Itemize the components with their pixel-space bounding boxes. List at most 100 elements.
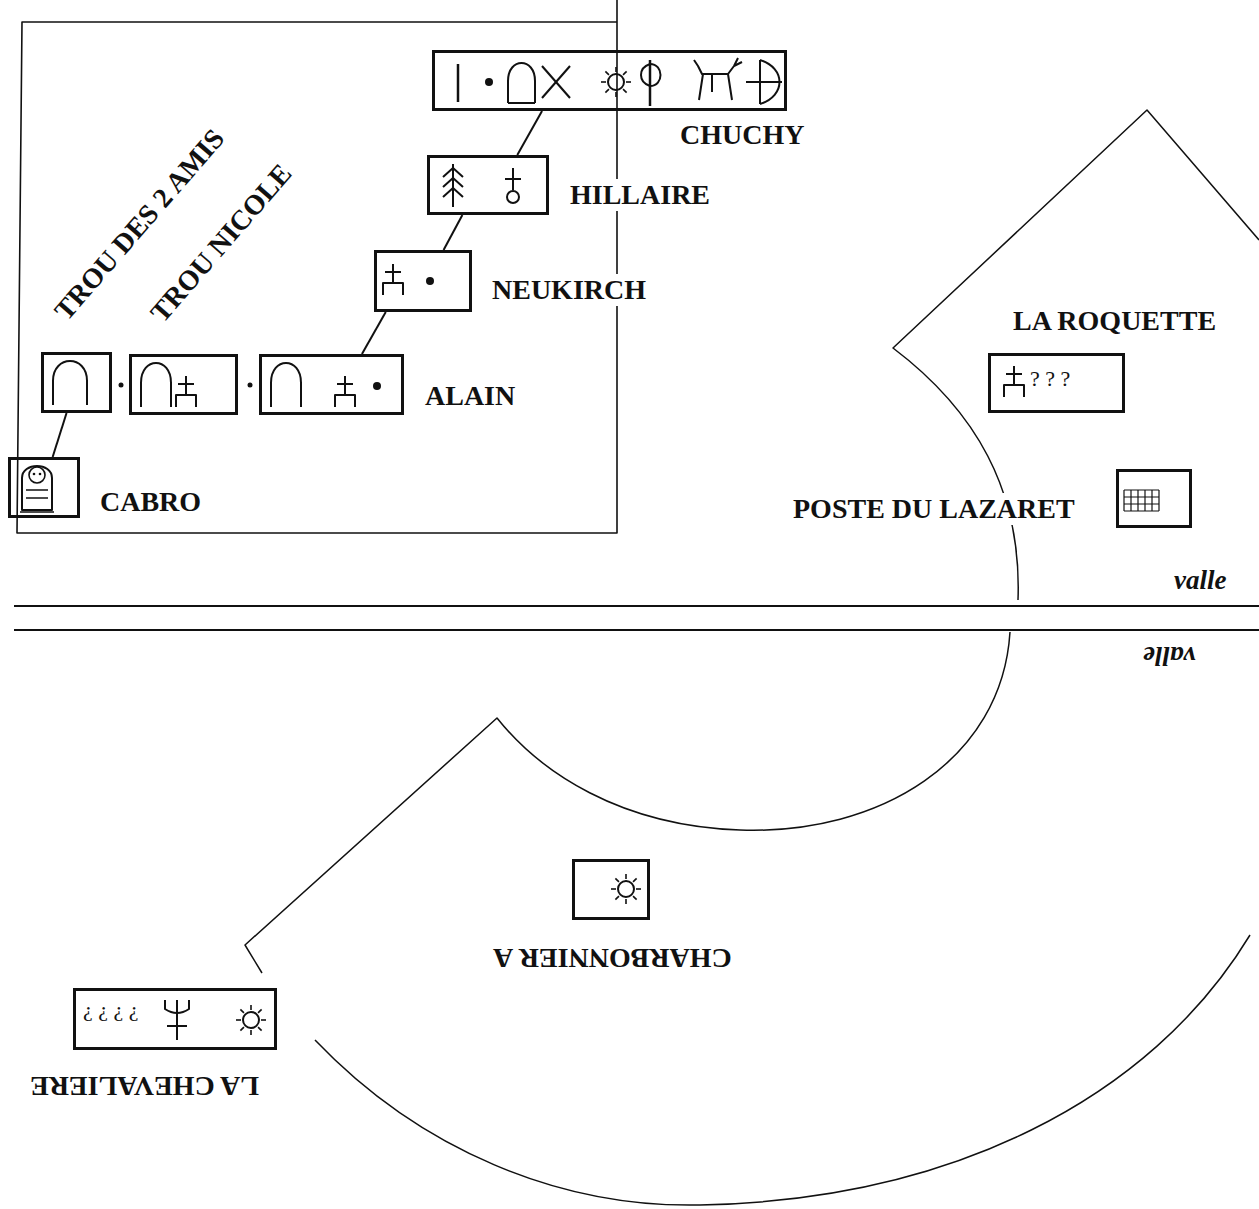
idol-sign xyxy=(507,191,519,203)
sun-ray xyxy=(240,1009,244,1013)
dot-sign xyxy=(426,277,434,285)
dot-sign xyxy=(248,383,253,388)
sun-ray xyxy=(615,92,617,97)
anthropomorph-sign xyxy=(392,264,394,283)
grid-sign xyxy=(1158,490,1159,511)
site-name: LA ROQUETTE xyxy=(1011,305,1218,337)
site-name: TROU DES 2 AMIS xyxy=(47,121,233,328)
uncertain-signs: ? ? ? ? xyxy=(83,1002,139,1027)
sun-ray xyxy=(258,1027,262,1031)
tree-sign xyxy=(443,168,463,197)
site-box: CHARBONNIER A xyxy=(572,859,650,920)
sun-ray xyxy=(626,81,631,83)
sun-sign xyxy=(243,1012,259,1028)
site-box: LA CHEVALIERE? ? ? ? xyxy=(73,988,277,1050)
sun-ray xyxy=(625,899,627,904)
site-box: TROU NICOLE xyxy=(129,354,238,415)
site-name: ALAIN xyxy=(423,380,517,412)
sun-ray xyxy=(236,1019,241,1021)
arch-sign xyxy=(508,63,535,103)
link-line xyxy=(444,215,463,250)
valley-line xyxy=(14,605,1259,607)
sun-ray xyxy=(615,896,619,900)
site-box: CHUCHY xyxy=(432,50,787,111)
site-box: CABRO xyxy=(8,457,80,518)
arch-sign xyxy=(53,361,87,405)
dot-sign xyxy=(373,382,381,390)
dot-sign xyxy=(39,473,42,476)
site-name: HILLAIRE xyxy=(568,179,712,211)
sun-ray xyxy=(258,1009,262,1013)
anthropomorph-sign xyxy=(335,395,355,407)
sun-ray xyxy=(601,81,606,83)
grid-sign xyxy=(1130,490,1131,511)
sun-ray xyxy=(625,874,627,879)
sun-ray xyxy=(633,878,637,882)
sun-ray xyxy=(633,896,637,900)
tree-sign xyxy=(452,164,454,207)
link-line xyxy=(362,312,386,354)
valley-label: valle xyxy=(1143,640,1195,670)
anthropomorph-sign xyxy=(344,376,346,395)
anthropomorph-sign xyxy=(1013,366,1015,385)
site-name: NEUKIRCH xyxy=(490,274,648,306)
site-name: CHARBONNIER A xyxy=(491,942,734,974)
sun-ray xyxy=(623,89,627,93)
stele-figure xyxy=(29,467,45,483)
sector-outline xyxy=(315,935,1250,1205)
grid-sign xyxy=(1124,496,1159,497)
grid-sign xyxy=(1123,490,1124,511)
halberd-sign xyxy=(649,60,652,106)
link-line xyxy=(53,413,67,457)
halberd-sign xyxy=(641,64,650,86)
sun-ray xyxy=(605,89,609,93)
halberd-sign xyxy=(650,64,661,86)
grid-sign xyxy=(1124,510,1159,511)
uncertain-signs: ? ? ? xyxy=(1030,366,1070,391)
cross-sign xyxy=(542,66,570,98)
sun-ray xyxy=(623,71,627,75)
site-name: CABRO xyxy=(98,486,203,518)
bar-sign xyxy=(457,64,460,102)
site-box: TROU DES 2 AMIS xyxy=(41,352,112,413)
anthropomorph-sign xyxy=(178,383,194,385)
dot-sign xyxy=(485,78,493,86)
stele-figure xyxy=(22,466,52,510)
sun-ray xyxy=(636,888,641,890)
idol-sign xyxy=(505,178,521,180)
grid-sign xyxy=(1124,489,1159,490)
anthropomorph-sign xyxy=(337,383,353,385)
grid-sign xyxy=(1137,490,1138,511)
sun-ray xyxy=(615,67,617,72)
site-name: POSTE DU LAZARET xyxy=(791,493,1077,525)
valley-line xyxy=(14,629,1259,631)
sun-sign xyxy=(608,74,624,90)
sun-ray xyxy=(240,1027,244,1031)
dot-sign xyxy=(33,473,36,476)
sun-ray xyxy=(611,888,616,890)
link-line xyxy=(517,111,542,155)
site-name: CHUCHY xyxy=(678,119,806,151)
anthropomorph-sign xyxy=(1004,385,1024,397)
sun-ray xyxy=(250,1030,252,1035)
site-box: NEUKIRCH xyxy=(374,250,472,312)
site-box: POSTE DU LAZARET xyxy=(1116,469,1192,528)
anthropomorph-sign xyxy=(385,271,401,273)
grid-sign xyxy=(1124,503,1159,504)
cross-sign xyxy=(542,66,570,98)
valley-label: valle xyxy=(1174,566,1226,596)
anthropomorph-sign xyxy=(185,376,187,395)
sun-ray xyxy=(615,878,619,882)
site-box: ALAIN xyxy=(259,354,404,415)
sun-ray xyxy=(605,71,609,75)
dot-sign xyxy=(119,383,124,388)
anthropomorph-sign xyxy=(383,283,403,295)
sun-ray xyxy=(261,1019,266,1021)
stele-figure xyxy=(20,490,54,512)
bow-sign xyxy=(746,81,782,83)
site-box: HILLAIRE xyxy=(427,155,549,215)
site-name: LA CHEVALIERE xyxy=(28,1070,261,1102)
sector-outline xyxy=(893,110,1259,600)
trident-sign xyxy=(165,1000,189,1013)
arch-sign xyxy=(271,363,301,407)
